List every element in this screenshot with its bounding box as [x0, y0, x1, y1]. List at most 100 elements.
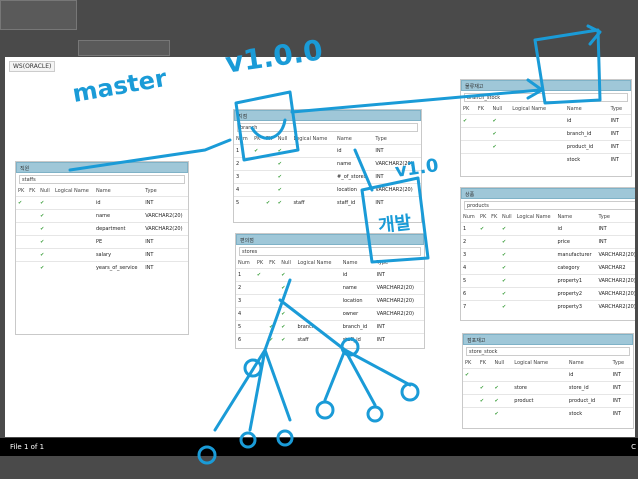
- nn-cell: ✔: [499, 300, 515, 313]
- table-title: 직원: [16, 162, 188, 173]
- column-header: Null: [494, 360, 505, 366]
- fk-cell: ✔: [267, 333, 280, 346]
- logical-cell: [291, 157, 336, 171]
- table-title: 상품: [461, 188, 635, 199]
- pk-cell: [252, 183, 264, 197]
- pk-cell: [254, 307, 268, 321]
- name-cell: staff_id: [340, 333, 375, 346]
- name-cell: product_id: [564, 140, 609, 154]
- column-header: FK: [491, 214, 498, 220]
- pk-cell: [16, 261, 28, 274]
- check-icon: ✔: [281, 337, 286, 343]
- column-header: Type: [145, 188, 157, 194]
- table-title: 점포재고: [463, 334, 633, 345]
- fk-cell: [267, 268, 280, 282]
- logical-cell: [514, 248, 556, 262]
- type-cell: INT: [143, 248, 188, 262]
- fk-cell: [267, 307, 280, 321]
- schema-tab[interactable]: WS(ORACLE): [9, 61, 56, 72]
- check-icon: ✔: [494, 411, 499, 417]
- num-cell: 1: [236, 268, 255, 282]
- column-header: Type: [612, 360, 625, 366]
- num-cell: 5: [234, 196, 253, 209]
- type-cell: VARCHAR2(20): [596, 274, 635, 288]
- num-cell: 3: [461, 248, 478, 262]
- check-icon: ✔: [40, 265, 45, 271]
- check-icon: ✔: [277, 148, 282, 154]
- type-cell: VARCHAR2(20): [143, 222, 188, 236]
- column-header: Name: [342, 260, 358, 266]
- pk-cell: [461, 127, 476, 141]
- nn-cell: ✔: [279, 281, 296, 295]
- name-cell: property2: [555, 287, 597, 301]
- name-cell: id: [564, 114, 609, 128]
- name-cell: id: [93, 196, 144, 210]
- check-icon: ✔: [281, 311, 286, 317]
- name-cell: property1: [555, 274, 597, 288]
- check-icon: ✔: [501, 265, 507, 271]
- nn-cell: ✔: [490, 127, 511, 141]
- check-icon: ✔: [281, 272, 286, 278]
- check-icon: ✔: [269, 337, 274, 343]
- table-physical-name: branch_stock: [464, 93, 628, 102]
- name-cell: branch_id: [340, 320, 375, 334]
- pk-cell: [477, 261, 490, 275]
- fk-cell: [264, 183, 276, 197]
- nn-cell: ✔: [275, 144, 292, 158]
- column-header: PK: [256, 260, 264, 266]
- nn-cell: ✔: [492, 407, 513, 420]
- file-indicator: File 1 of 1: [10, 443, 45, 451]
- num-cell: 3: [234, 170, 253, 184]
- type-cell: INT: [610, 381, 633, 395]
- column-header: Logical Name: [514, 360, 549, 366]
- check-icon: ✔: [479, 385, 485, 391]
- logical-cell: [291, 170, 336, 184]
- table-physical-name: products: [464, 201, 635, 210]
- nn-cell: ✔: [499, 261, 515, 275]
- check-icon: ✔: [40, 239, 45, 245]
- nn-cell: ✔: [492, 394, 513, 408]
- check-icon: ✔: [277, 161, 282, 167]
- column-header: FK: [266, 136, 273, 142]
- fk-cell: [475, 140, 491, 154]
- logical-cell: [514, 222, 556, 236]
